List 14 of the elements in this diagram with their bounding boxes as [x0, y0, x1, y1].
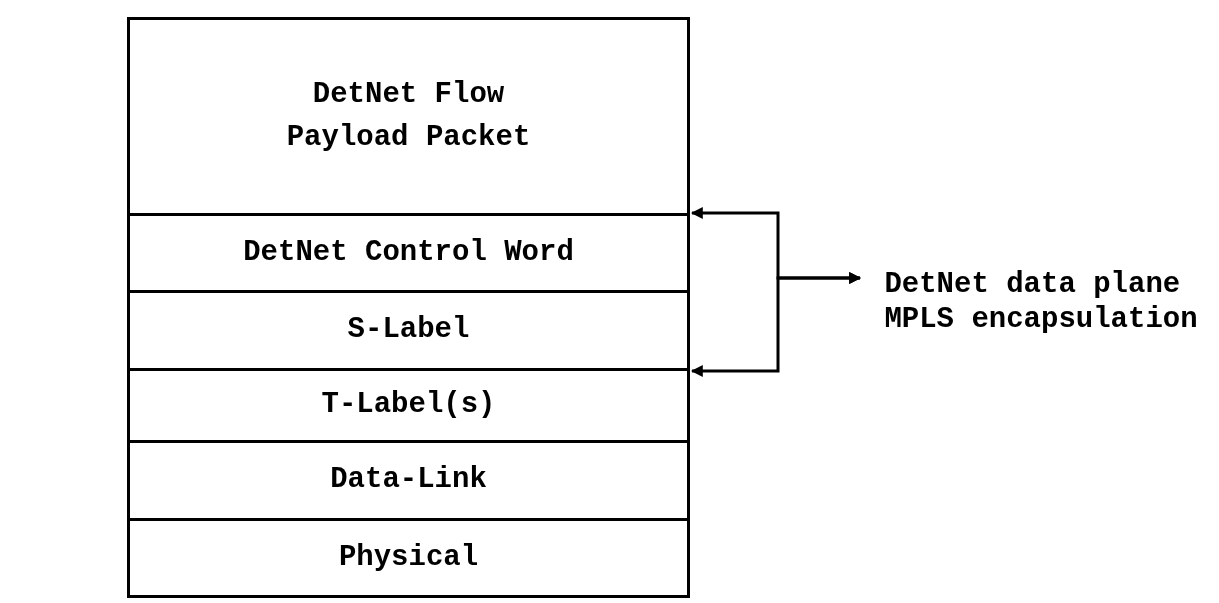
protocol-layer-box [127, 368, 690, 443]
bracket-arrow [690, 272, 862, 377]
protocol-layer-box [127, 213, 690, 293]
layer-label: DetNet Flow Payload Packet [285, 77, 532, 156]
layer-label: S-Label [347, 312, 470, 349]
layer-label: T-Label(s) [321, 387, 496, 424]
protocol-layer-box [127, 17, 690, 216]
layer-label: Data-Link [330, 462, 487, 499]
annotation-text: DetNet data plane MPLS encapsulation [884, 268, 1198, 338]
protocol-layer-box [127, 518, 690, 598]
layer-label: Physical [338, 539, 479, 576]
layer-label: DetNet Control Word [243, 234, 574, 271]
protocol-layer-box [127, 440, 690, 521]
protocol-layer-box [127, 290, 690, 371]
